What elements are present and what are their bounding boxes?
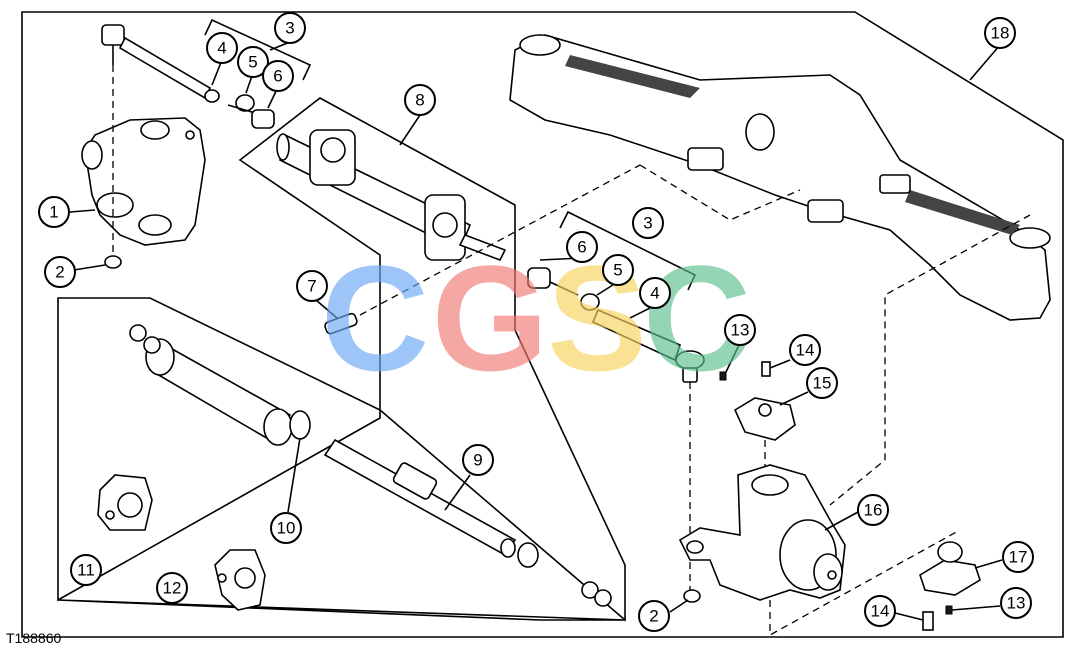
piston-rod (323, 438, 517, 558)
svg-text:14: 14 (871, 602, 890, 621)
watermark-letter: C (321, 234, 429, 402)
callout-2: 2 (44, 256, 76, 288)
svg-text:8: 8 (415, 91, 424, 110)
tie-rod-left (118, 36, 275, 129)
grease-fitting (945, 605, 953, 615)
seal (289, 410, 311, 440)
svg-text:6: 6 (577, 238, 586, 257)
callout-14-lower: 14 (864, 595, 896, 627)
svg-text:6: 6 (273, 67, 282, 86)
steering-knuckle-left (81, 117, 206, 246)
callout-3-right: 3 (632, 207, 664, 239)
outer-frame (21, 11, 1064, 638)
callout-11: 11 (70, 554, 102, 586)
callout-10: 10 (270, 512, 302, 544)
svg-text:16: 16 (864, 501, 883, 520)
svg-text:13: 13 (731, 321, 750, 340)
svg-text:5: 5 (613, 261, 622, 280)
callout-4: 4 (206, 32, 238, 64)
leader-dash (359, 164, 641, 316)
svg-text:3: 3 (643, 214, 652, 233)
cylinder-tube (145, 338, 293, 446)
svg-text:4: 4 (650, 284, 659, 303)
svg-text:5: 5 (248, 53, 257, 72)
seal (581, 581, 599, 599)
callout-9: 9 (462, 444, 494, 476)
seal (594, 589, 612, 607)
leader-dash (639, 164, 801, 221)
bolt-top-left (101, 24, 125, 65)
callouts: 1 2 3 4 5 6 7 8 9 10 11 12 3 6 5 4 13 14… (38, 12, 1034, 632)
svg-text:2: 2 (649, 607, 658, 626)
callout-5-right: 5 (602, 254, 634, 286)
svg-text:14: 14 (796, 341, 815, 360)
group-box-piston (57, 297, 381, 602)
callout-3: 3 (274, 12, 306, 44)
clamp-12 (214, 549, 266, 611)
callout-15: 15 (806, 367, 838, 399)
king-pin-cap-lower (919, 541, 981, 596)
svg-text:1: 1 (49, 203, 58, 222)
svg-text:10: 10 (277, 519, 296, 538)
callout-8: 8 (404, 84, 436, 116)
bracket-right (559, 210, 697, 291)
svg-text:17: 17 (1009, 548, 1028, 567)
svg-text:4: 4 (217, 39, 226, 58)
leader-lines (69, 41, 1003, 621)
group-box-piston-lower (57, 599, 626, 621)
pin (324, 312, 358, 335)
steering-cylinder (276, 129, 507, 262)
bracket-left (204, 18, 312, 81)
callout-2-right: 2 (638, 600, 670, 632)
svg-text:9: 9 (473, 451, 482, 470)
king-pin-cap-upper (733, 397, 796, 441)
svg-text:11: 11 (77, 561, 95, 580)
svg-text:18: 18 (991, 24, 1010, 43)
figure-id: T188860 (6, 630, 62, 646)
seal (517, 542, 539, 568)
tie-rod-right (527, 267, 705, 383)
seal (129, 324, 147, 342)
svg-text:15: 15 (813, 374, 832, 393)
screw (922, 611, 934, 631)
callout-18: 18 (984, 17, 1016, 49)
callout-1: 1 (38, 196, 70, 228)
watermark-letter: G (432, 234, 549, 402)
nut-left (104, 255, 122, 269)
callout-6-right: 6 (566, 231, 598, 263)
watermark-logo: C G S C (321, 234, 751, 402)
steering-knuckle-right (678, 464, 846, 601)
svg-text:2: 2 (55, 263, 64, 282)
callout-6: 6 (262, 60, 294, 92)
callout-7: 7 (296, 270, 328, 302)
callout-5: 5 (237, 46, 269, 78)
leader-dash (829, 214, 1031, 506)
svg-text:3: 3 (285, 19, 294, 38)
watermark-letter: S (547, 234, 647, 402)
callout-16: 16 (857, 494, 889, 526)
clamp-11 (97, 474, 153, 531)
screw (761, 361, 771, 377)
callout-4-right: 4 (639, 277, 671, 309)
callout-12: 12 (156, 572, 188, 604)
svg-text:7: 7 (307, 277, 316, 296)
group-box-cylinder (238, 97, 626, 622)
callout-17: 17 (1002, 541, 1034, 573)
axle-housing (509, 34, 1051, 321)
seal (143, 336, 161, 354)
callout-13-lower: 13 (1000, 587, 1032, 619)
svg-text:12: 12 (163, 579, 182, 598)
callout-13-upper: 13 (724, 314, 756, 346)
grease-fitting (719, 371, 727, 381)
callout-14-upper: 14 (789, 334, 821, 366)
svg-text:13: 13 (1007, 594, 1026, 613)
nut-right (683, 589, 701, 603)
